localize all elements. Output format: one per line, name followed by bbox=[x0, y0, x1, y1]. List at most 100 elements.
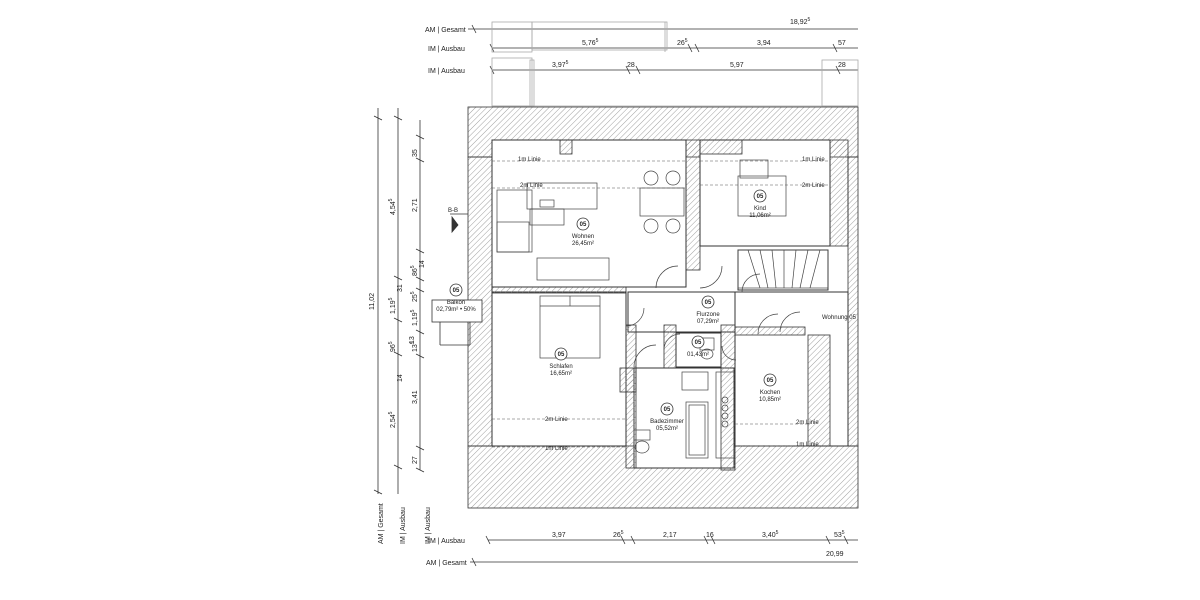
room-area: 02,79m² • 50% bbox=[436, 307, 476, 313]
am-gesamt-top-label: AM | Gesamt bbox=[425, 27, 466, 34]
im-ausbau-bottom-label: IM | Ausbau bbox=[428, 538, 465, 545]
top-row2-dim-2: 265 bbox=[677, 38, 688, 47]
left-inner-7: 3,41 bbox=[412, 390, 419, 404]
top-row2-dim-3: 3,94 bbox=[757, 40, 771, 47]
room-number-circle bbox=[660, 402, 674, 416]
room-number: 05 bbox=[757, 194, 764, 200]
left-inner-6: 135 bbox=[410, 341, 419, 352]
im-ausbau-left-label-2: IM | Ausbau bbox=[425, 507, 432, 544]
room-number: 05 bbox=[767, 378, 774, 384]
room-name: Balkon bbox=[447, 300, 465, 306]
left-small-2: 31 bbox=[397, 284, 404, 292]
left-inner-8: 27 bbox=[412, 456, 419, 464]
left-inner-3: 865 bbox=[410, 265, 419, 276]
line-2m-label-2: 2m Linie bbox=[802, 183, 825, 189]
room-area: 11,06m² bbox=[749, 213, 771, 219]
room-name: Schlafen bbox=[549, 364, 572, 370]
left-total-dim: 11,02 bbox=[369, 293, 376, 310]
line-2m-label-3: 2m Linie bbox=[545, 417, 568, 423]
partition-walls bbox=[491, 139, 849, 471]
bottom-dim-2: 265 bbox=[613, 530, 624, 539]
bottom-dim-1: 3,97 bbox=[552, 532, 566, 539]
bottom-dim-6: 535 bbox=[834, 530, 845, 539]
bottom-dim-5: 3,405 bbox=[762, 530, 779, 539]
room-area: 05,52m² bbox=[656, 426, 678, 432]
line-2m-label-4: 2m Linie bbox=[796, 420, 819, 426]
wohnung-label: Wohnung 05 bbox=[822, 315, 857, 321]
room-area: 16,65m² bbox=[550, 371, 572, 377]
headroom-lines bbox=[492, 160, 830, 448]
room-number: 05 bbox=[580, 222, 587, 228]
section-mark-label: B-B bbox=[448, 208, 458, 214]
section-marker bbox=[450, 213, 468, 234]
left-inner-1: 35 bbox=[412, 149, 419, 157]
top-row3-dim-3: 5,97 bbox=[730, 62, 744, 69]
left-small-1: 14 bbox=[419, 260, 426, 268]
balkon-area bbox=[431, 299, 483, 346]
bottom-dim-3: 2,17 bbox=[663, 532, 677, 539]
top-row3-dim-1: 3,975 bbox=[552, 60, 569, 69]
room-name: Flurzone bbox=[696, 312, 720, 318]
top-row2-dim-1: 5,765 bbox=[582, 38, 599, 47]
line-2m-label-1: 2m Linie bbox=[520, 183, 543, 189]
left-seg-2: 1,195 bbox=[388, 297, 397, 314]
room-number: 05 bbox=[695, 340, 702, 346]
room-area: 26,45m² bbox=[572, 241, 594, 247]
left-inner-4: 255 bbox=[410, 291, 419, 302]
am-gesamt-bottom-label: AM | Gesamt bbox=[426, 560, 467, 567]
im-ausbau-left-label-1: IM | Ausbau bbox=[400, 507, 407, 544]
room-wc: 05 01,43m² bbox=[687, 335, 709, 358]
bottom-dimensions bbox=[470, 535, 858, 567]
top-dimensions bbox=[468, 21, 859, 107]
room-number-circle bbox=[554, 347, 568, 361]
line-1m-label-4: 1m Linie bbox=[796, 442, 819, 448]
room-number-circle bbox=[576, 217, 590, 231]
room-name: Wohnen bbox=[572, 234, 594, 240]
room-area: 01,43m² bbox=[687, 352, 709, 358]
line-1m-label-3: 1m Linie bbox=[545, 446, 568, 452]
top-total-dim: 18,925 bbox=[790, 17, 811, 26]
room-area: 07,29m² bbox=[697, 319, 719, 325]
line-1m-label-1: 1m Linie bbox=[518, 157, 541, 163]
top-row2-dim-4: 57 bbox=[838, 40, 846, 47]
room-name: Kochen bbox=[760, 390, 780, 396]
room-number-circle bbox=[753, 189, 767, 203]
line-1m-label-2: 1m Linie bbox=[802, 157, 825, 163]
left-small-3: 13 bbox=[409, 336, 416, 344]
room-labels: 05Wohnen26,45m²05Kind11,06m²05Balkon02,7… bbox=[436, 189, 781, 432]
room-number-circle bbox=[449, 283, 463, 297]
room-number-circle bbox=[691, 335, 705, 349]
room-name: Kind bbox=[754, 206, 766, 212]
walls bbox=[467, 106, 859, 509]
room-area: 10,85m² bbox=[759, 397, 781, 403]
room-name: Badezimmer bbox=[650, 419, 684, 425]
top-row3-dim-2: 28 bbox=[627, 62, 635, 69]
room-number-circle bbox=[763, 373, 777, 387]
left-seg-4: 2,545 bbox=[388, 411, 397, 428]
im-ausbau-top-label-1: IM | Ausbau bbox=[428, 46, 465, 53]
bottom-total-dim: 20,99 bbox=[826, 551, 844, 558]
bottom-dim-4: 16 bbox=[706, 532, 714, 539]
room-number: 05 bbox=[705, 300, 712, 306]
room-number: 05 bbox=[453, 288, 460, 294]
room-number: 05 bbox=[664, 407, 671, 413]
left-inner-2: 2,71 bbox=[412, 198, 419, 212]
left-inner-5: 1,195 bbox=[410, 309, 419, 326]
room-number: 05 bbox=[558, 352, 565, 358]
left-seg-3: 965 bbox=[388, 341, 397, 352]
left-seg-1: 4,545 bbox=[388, 198, 397, 215]
am-gesamt-left-label: AM | Gesamt bbox=[378, 503, 385, 544]
furniture bbox=[496, 159, 829, 459]
left-small-4: 14 bbox=[397, 374, 404, 382]
room-number-circle bbox=[701, 295, 715, 309]
top-row3-dim-4: 28 bbox=[838, 62, 846, 69]
im-ausbau-top-label-2: IM | Ausbau bbox=[428, 68, 465, 75]
